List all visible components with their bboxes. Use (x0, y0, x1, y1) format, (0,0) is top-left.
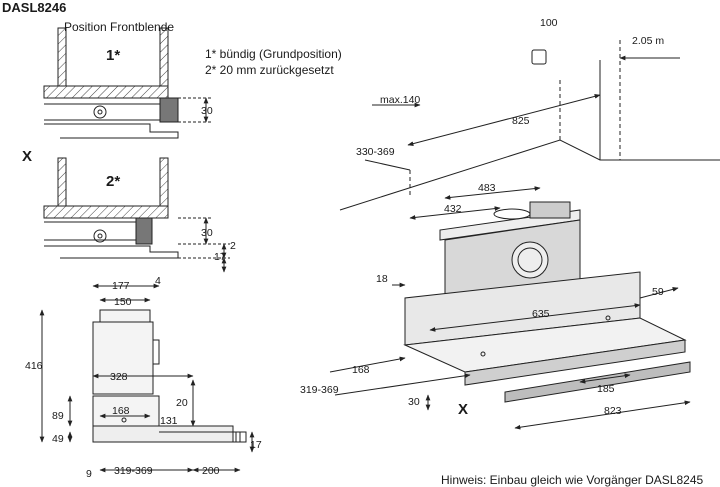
dim-30-b: 30 (201, 227, 213, 239)
side-dim-49: 49 (52, 433, 64, 445)
position-1-marker: 1* (106, 47, 120, 64)
main-iso-drawing (329, 40, 720, 430)
side-dim-168: 168 (112, 405, 130, 417)
side-dim-150: 150 (114, 296, 132, 308)
main-dim-483: 483 (478, 182, 496, 194)
dim-2: 2 (230, 240, 236, 252)
side-view-drawing (39, 283, 255, 473)
main-dim-59: 59 (652, 286, 664, 298)
side-dim-17: 17 (250, 439, 262, 451)
installation-note: Hinweis: Einbau gleich wie Vorgänger DAS… (441, 473, 703, 487)
side-dim-89: 89 (52, 410, 64, 422)
dim-30-a: 30 (201, 105, 213, 117)
main-dim-432: 432 (444, 203, 462, 215)
side-dim-4: 4 (155, 275, 161, 287)
side-dim-416: 416 (25, 360, 43, 372)
side-dim-131: 131 (160, 415, 178, 427)
main-dim-168: 168 (352, 364, 370, 376)
detail-recessed-position (43, 157, 230, 273)
legend-recessed: 2* 20 mm zurückgesetzt (205, 63, 334, 77)
side-dim-319-369: 319-369 (114, 465, 153, 477)
main-dim-18: 18 (376, 273, 388, 285)
main-dim-100: 100 (540, 17, 558, 29)
side-dim-200: 200 (202, 465, 220, 477)
dim-17-front: 17 (214, 251, 226, 263)
main-dim-635: 635 (532, 308, 550, 320)
main-dim-823: 823 (604, 405, 622, 417)
side-dim-20: 20 (176, 397, 188, 409)
main-dim-185: 185 (597, 383, 615, 395)
main-dim-max140: max.140 (380, 94, 420, 106)
model-title: DASL8246 (2, 0, 66, 15)
front-panel-caption: Position Frontblende (64, 20, 174, 34)
side-dim-328: 328 (110, 371, 128, 383)
main-dim-30: 30 (408, 396, 420, 408)
position-2-marker: 2* (106, 173, 120, 190)
x-marker-main: X (458, 401, 468, 418)
x-marker-left: X (22, 148, 32, 165)
main-dim-330-369: 330-369 (356, 146, 395, 158)
detail-flush-position (43, 27, 212, 139)
legend-flush: 1* bündig (Grundposition) (205, 47, 342, 61)
main-dim-2-05: 2.05 m (632, 35, 664, 47)
main-dim-825: 825 (512, 115, 530, 127)
side-dim-9: 9 (86, 468, 92, 480)
side-dim-177: 177 (112, 280, 130, 292)
main-dim-319-369: 319-369 (300, 384, 339, 396)
